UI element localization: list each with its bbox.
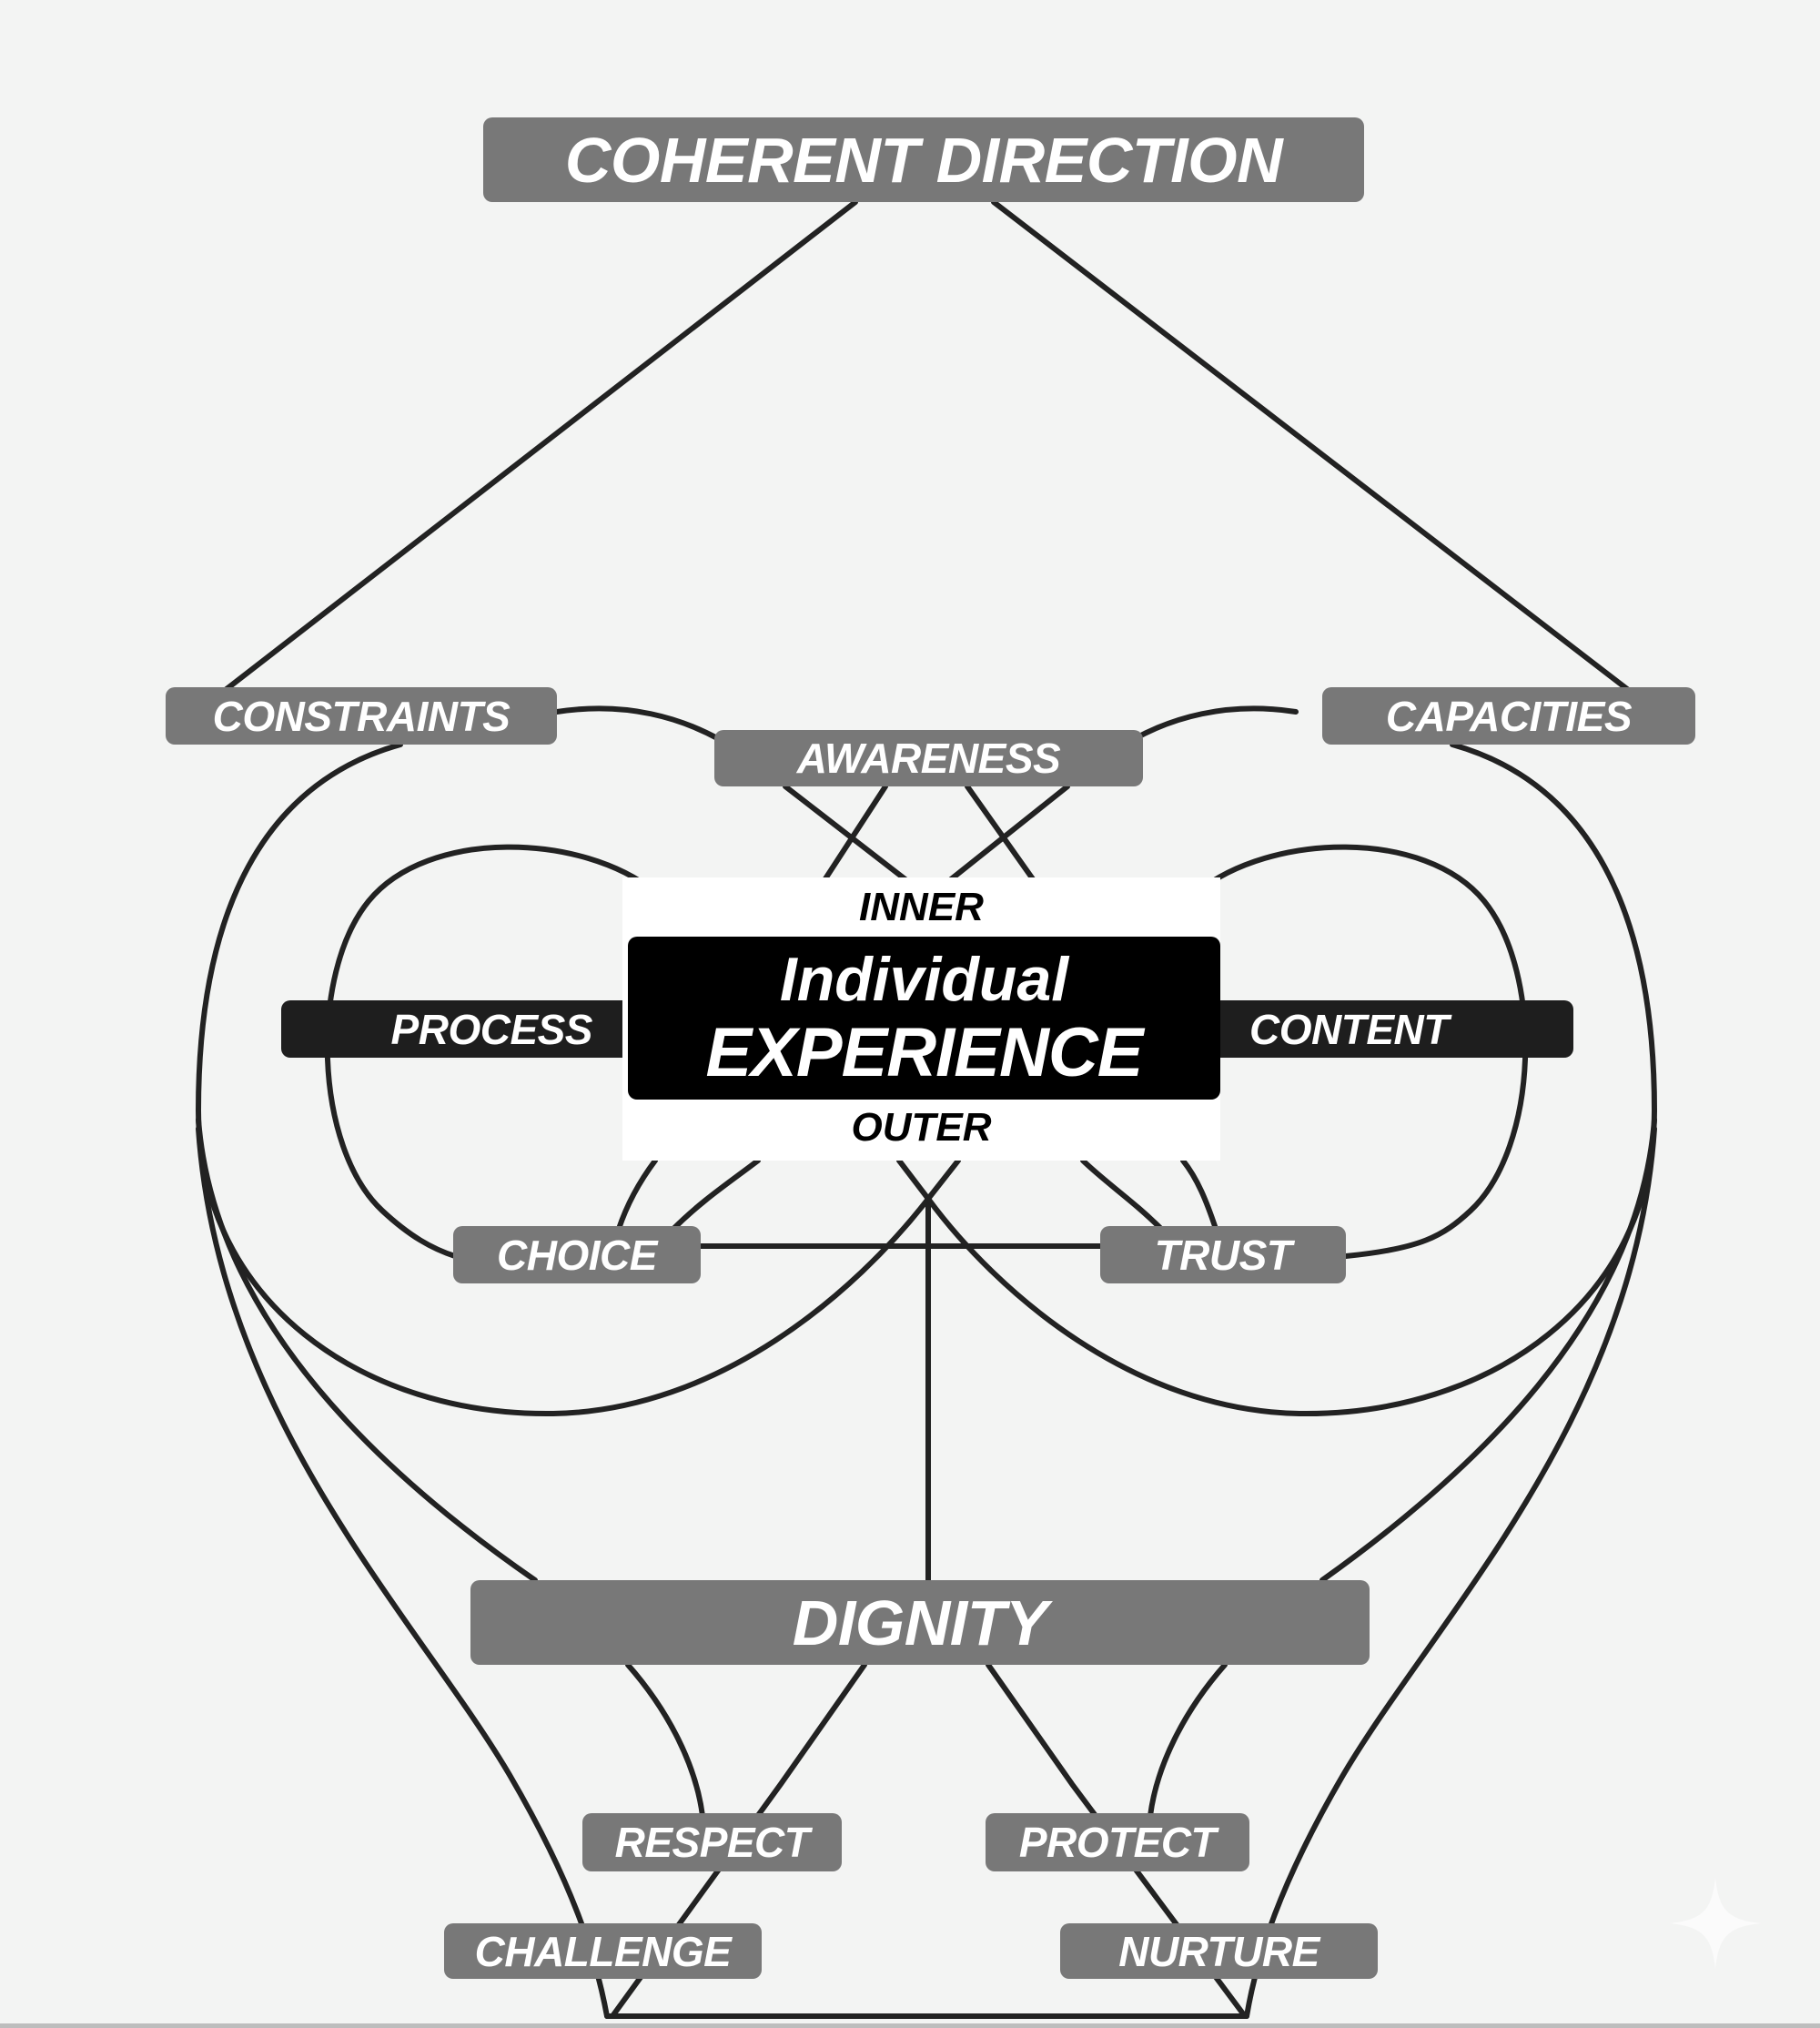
trust-label: TRUST — [1154, 1231, 1292, 1279]
experience-label: EXPERIENCE — [705, 1014, 1144, 1091]
process-label: PROCESS — [390, 1005, 593, 1053]
bottom-divider — [0, 2023, 1820, 2028]
process-arm: PROCESS — [281, 1000, 636, 1058]
curve-left-to-dignity — [196, 1117, 538, 1583]
sparkle-icon — [1670, 1878, 1761, 1969]
curve-constraints-awareness — [554, 705, 722, 742]
individual-experience-box: Individual EXPERIENCE — [628, 937, 1220, 1100]
line-awareness-cross-3 — [965, 784, 1038, 886]
curve-capacities-awareness — [1131, 705, 1299, 742]
content-arm: CONTENT — [1215, 1000, 1573, 1058]
inner-label: INNER — [859, 885, 984, 929]
line-awareness-cross-1 — [783, 784, 913, 886]
line-direction-to-constraints — [220, 199, 858, 695]
respect-box: RESPECT — [582, 1813, 842, 1871]
curve-big-left-loop — [195, 742, 961, 1417]
curve-trust-up-1 — [1180, 1158, 1218, 1232]
curve-dignity-to-protect — [1148, 1662, 1228, 1819]
dignity-box: DIGNITY — [470, 1580, 1370, 1665]
curve-trust-up-2 — [1080, 1158, 1164, 1232]
dignity-label: DIGNITY — [792, 1587, 1048, 1658]
content-label: CONTENT — [1249, 1005, 1449, 1053]
curve-big-right-loop — [896, 742, 1658, 1417]
individual-experience-panel: INNER Individual EXPERIENCE OUTER — [622, 877, 1220, 1161]
trust-box: TRUST — [1100, 1226, 1346, 1283]
coherent-direction-box: COHERENT DIRECTION — [483, 117, 1364, 202]
constraints-box: CONSTRAINTS — [166, 687, 557, 745]
constraints-label: CONSTRAINTS — [212, 692, 511, 740]
curve-right-to-dignity — [1320, 1117, 1657, 1583]
coherent-direction-label: COHERENT DIRECTION — [564, 124, 1283, 196]
line-awareness-cross-2 — [820, 784, 888, 886]
awareness-label: AWARENESS — [796, 735, 1061, 782]
line-awareness-cross-4 — [944, 784, 1070, 886]
curve-dignity-to-respect — [625, 1662, 705, 1819]
nurture-label: NURTURE — [1118, 1927, 1320, 1975]
nurture-box: NURTURE — [1060, 1923, 1378, 1979]
challenge-label: CHALLENGE — [474, 1927, 732, 1975]
curve-choice-up-1 — [616, 1158, 658, 1232]
choice-label: CHOICE — [497, 1231, 657, 1279]
line-direction-to-capacities — [991, 199, 1633, 695]
awareness-box: AWARENESS — [714, 730, 1143, 786]
curve-choice-up-2 — [671, 1158, 761, 1232]
respect-label: RESPECT — [614, 1819, 810, 1866]
individual-label: Individual — [779, 945, 1069, 1014]
outer-label: OUTER — [851, 1105, 992, 1150]
protect-label: PROTECT — [1018, 1819, 1217, 1866]
curve-inner-right-loop — [1195, 844, 1529, 1259]
curve-inner-left-loop — [324, 844, 658, 1259]
capacities-box: CAPACITIES — [1322, 687, 1695, 745]
choice-box: CHOICE — [453, 1226, 701, 1283]
protect-box: PROTECT — [986, 1813, 1249, 1871]
capacities-label: CAPACITIES — [1385, 692, 1633, 740]
challenge-box: CHALLENGE — [444, 1923, 762, 1979]
